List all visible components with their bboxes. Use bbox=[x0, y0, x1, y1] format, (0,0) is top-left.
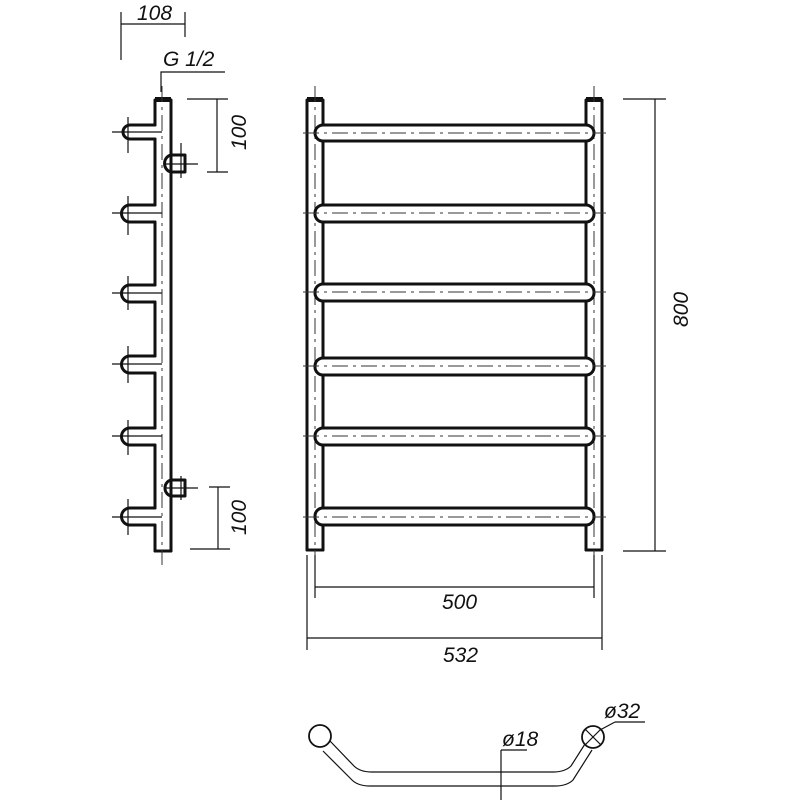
thread-callout: G 1/2 bbox=[160, 48, 225, 92]
upright-diameter-callout: ø32 bbox=[599, 700, 645, 731]
depth-dim-label: 108 bbox=[137, 2, 172, 25]
side-view: 108 G 1/2 bbox=[112, 2, 251, 565]
side-upright-pipe bbox=[153, 86, 173, 565]
rung-diameter-callout: ø18 bbox=[500, 728, 539, 800]
left-upright bbox=[305, 86, 325, 558]
front-view: 800 500 532 bbox=[303, 86, 693, 667]
upright-diameter-label: ø32 bbox=[604, 700, 641, 723]
depth-dimension: 108 bbox=[120, 2, 186, 60]
overall-width-label: 532 bbox=[443, 644, 478, 667]
thread-label: G 1/2 bbox=[163, 48, 215, 71]
top-offset-dimension: 100 bbox=[187, 98, 251, 173]
center-distance-label: 500 bbox=[442, 591, 477, 614]
front-rungs bbox=[303, 123, 606, 527]
side-rungs bbox=[112, 117, 162, 535]
rung-diameter-label: ø18 bbox=[502, 728, 539, 751]
side-connectors bbox=[163, 143, 198, 500]
center-distance-dimension: 500 bbox=[314, 555, 595, 614]
height-dim-label: 800 bbox=[670, 292, 693, 327]
left-upright-section bbox=[308, 724, 332, 748]
bottom-offset-dimension: 100 bbox=[190, 486, 251, 550]
top-offset-label: 100 bbox=[228, 115, 251, 150]
top-view: ø18 ø32 bbox=[308, 700, 645, 800]
bottom-offset-label: 100 bbox=[228, 500, 251, 535]
right-upright-section bbox=[581, 725, 605, 749]
overall-width-dimension: 532 bbox=[306, 555, 603, 667]
right-upright bbox=[584, 86, 604, 558]
height-dimension: 800 bbox=[623, 98, 693, 552]
